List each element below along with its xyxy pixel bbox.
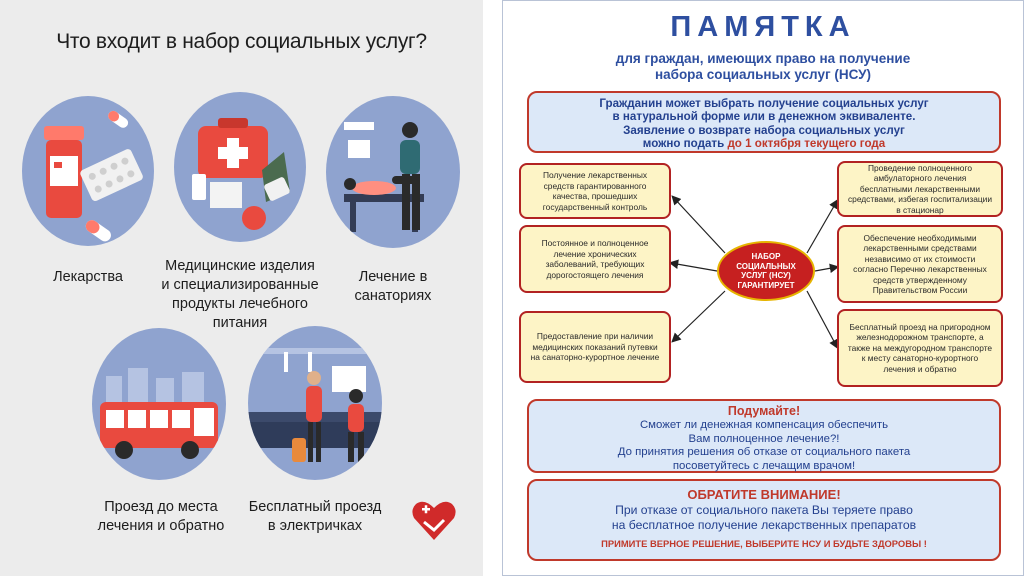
benefit-item-l1: Получение лекарственных средств гарантир… (519, 163, 671, 219)
attention-box: ОБРАТИТЕ ВНИМАНИЕ! При отказе от социаль… (527, 479, 1001, 561)
benefit-item-r2: Обеспечение необходимыми лекарственными … (837, 225, 1003, 303)
nsu-hub-badge: НАБОР СОЦИАЛЬНЫХ УСЛУГ (НСУ) ГАРАНТИРУЕТ (717, 241, 815, 301)
arrows-diagram (668, 195, 840, 350)
think-heading: Подумайте! (727, 404, 801, 418)
left-infographic: Что входит в набор социальных услуг? Лек… (0, 0, 483, 576)
caption-train: Бесплатный проезд в электричках (248, 499, 382, 534)
caption-sanatorium: Лечение в санаториях (354, 269, 432, 304)
think-box: Подумайте! Сможет ли денежная компенсаци… (527, 399, 1001, 473)
caption-travel: Проезд до места лечения и обратно (97, 499, 225, 534)
memo-panel: ПАМЯТКА для граждан, имеющих право на по… (502, 0, 1024, 576)
sanatorium-illustration (326, 96, 460, 248)
benefit-item-l2: Постоянное и полноценное лечение хрониче… (519, 225, 671, 293)
attention-footer: ПРИМИТЕ ВЕРНОЕ РЕШЕНИЕ, ВЫБЕРИТЕ НСУ И Б… (601, 538, 927, 549)
caption-medical-products: Медицинские изделия и специализированные… (161, 258, 319, 331)
memo-subtitle: для граждан, имеющих право на получение … (615, 51, 911, 82)
bus-illustration (92, 328, 226, 480)
memo-title: ПАМЯТКА (670, 11, 856, 43)
choice-info-box: Гражданин может выбрать получение социал… (527, 91, 1001, 153)
benefit-item-r3: Бесплатный проезд на пригородном железно… (837, 309, 1003, 387)
caption-medicines: Лекарства (53, 269, 123, 285)
medicines-illustration (22, 96, 154, 246)
heart-logo-icon (412, 501, 456, 540)
medical-products-illustration (174, 92, 306, 242)
infographic-title: Что входит в набор социальных услуг? (56, 30, 427, 53)
attention-heading: ОБРАТИТЕ ВНИМАНИЕ! (687, 487, 841, 502)
train-illustration (248, 326, 382, 480)
benefit-item-l3: Предоставление при наличии медицинских п… (519, 311, 671, 383)
benefit-item-r1: Проведение полноценного амбулаторного ле… (837, 161, 1003, 217)
